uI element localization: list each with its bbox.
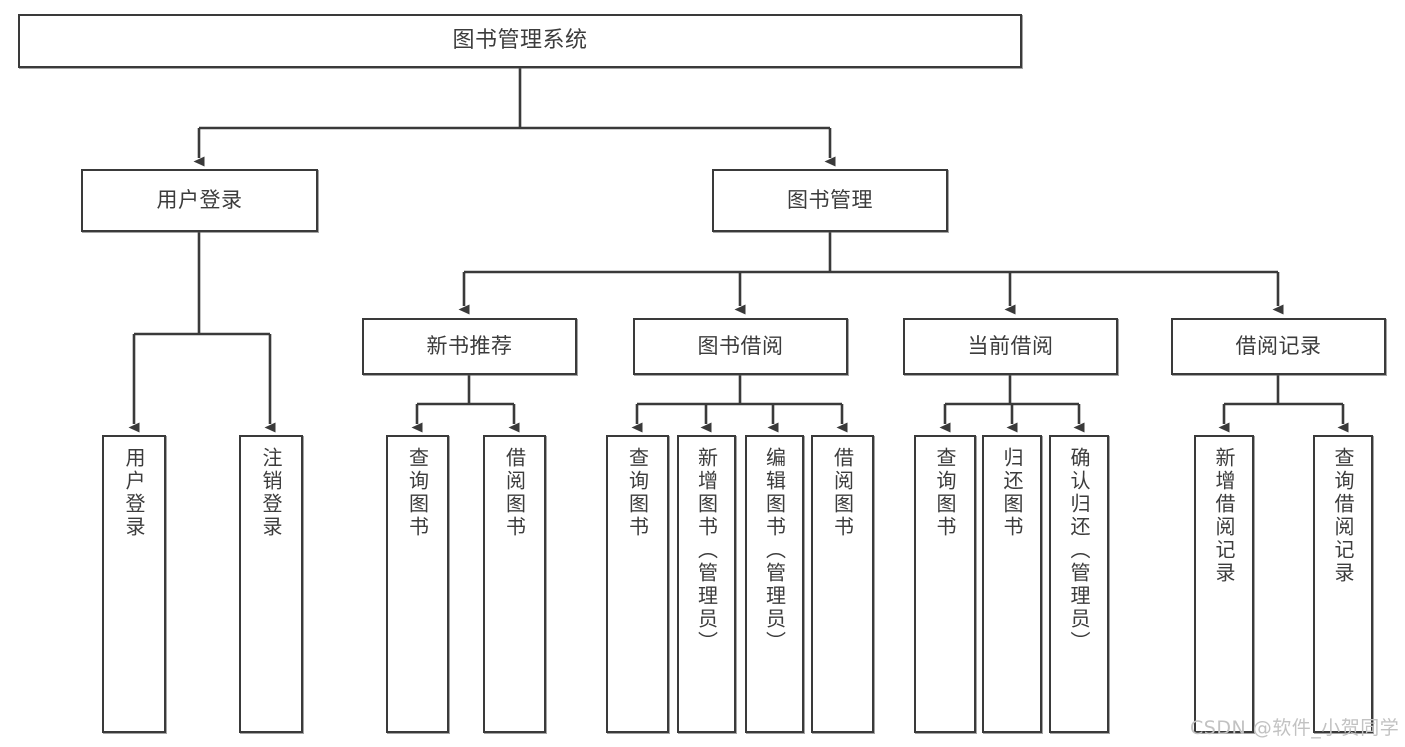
node-user-login-label: 用户登录 [156, 188, 243, 213]
leaf-user-login-label: 用户登录 [122, 447, 146, 539]
leaf-borrow-edit-book-label: 编辑图书（管理员） [762, 447, 787, 654]
leaf-borrow-add-book-label: 新增图书（管理员） [694, 447, 719, 654]
node-book-borrow-label: 图书借阅 [697, 334, 784, 359]
leaf-recommend-borrow-book-label: 借阅图书 [502, 447, 527, 539]
leaf-current-query-book[interactable]: 查询图书 [914, 435, 976, 733]
leaf-borrow-query-book-label: 查询图书 [625, 447, 650, 539]
leaf-current-return-book-label: 归还图书 [1000, 447, 1024, 539]
leaf-recommend-query-book-label: 查询图书 [405, 447, 430, 539]
leaf-borrow-edit-book[interactable]: 编辑图书（管理员） [745, 435, 804, 733]
node-book-management[interactable]: 图书管理 [712, 169, 948, 232]
node-root-label: 图书管理系统 [452, 28, 588, 54]
node-book-borrow[interactable]: 图书借阅 [633, 318, 848, 375]
leaf-current-confirm-return-label: 确认归还（管理员） [1067, 447, 1091, 654]
leaf-logout[interactable]: 注销登录 [239, 435, 303, 733]
leaf-borrow-add-book[interactable]: 新增图书（管理员） [677, 435, 736, 733]
leaf-user-login[interactable]: 用户登录 [102, 435, 166, 733]
node-new-book-recommend[interactable]: 新书推荐 [362, 318, 577, 375]
leaf-record-add-label: 新增借阅记录 [1212, 447, 1236, 585]
node-book-management-label: 图书管理 [787, 188, 873, 213]
leaf-record-query[interactable]: 查询借阅记录 [1313, 435, 1373, 733]
leaf-logout-label: 注销登录 [259, 447, 283, 539]
leaf-current-return-book[interactable]: 归还图书 [982, 435, 1042, 733]
leaf-current-query-book-label: 查询图书 [933, 447, 957, 539]
node-current-borrow[interactable]: 当前借阅 [903, 318, 1118, 375]
node-borrow-record[interactable]: 借阅记录 [1171, 318, 1386, 375]
leaf-recommend-borrow-book[interactable]: 借阅图书 [483, 435, 546, 733]
node-root[interactable]: 图书管理系统 [18, 14, 1022, 68]
node-new-book-recommend-label: 新书推荐 [426, 334, 513, 359]
node-user-login[interactable]: 用户登录 [81, 169, 318, 232]
node-current-borrow-label: 当前借阅 [967, 334, 1054, 359]
node-borrow-record-label: 借阅记录 [1235, 334, 1322, 359]
leaf-current-confirm-return[interactable]: 确认归还（管理员） [1049, 435, 1109, 733]
leaf-borrow-borrow-book[interactable]: 借阅图书 [811, 435, 874, 733]
leaf-borrow-query-book[interactable]: 查询图书 [606, 435, 669, 733]
leaf-borrow-borrow-book-label: 借阅图书 [830, 447, 855, 539]
leaf-record-add[interactable]: 新增借阅记录 [1194, 435, 1254, 733]
leaf-recommend-query-book[interactable]: 查询图书 [386, 435, 449, 733]
leaf-record-query-label: 查询借阅记录 [1331, 447, 1355, 585]
